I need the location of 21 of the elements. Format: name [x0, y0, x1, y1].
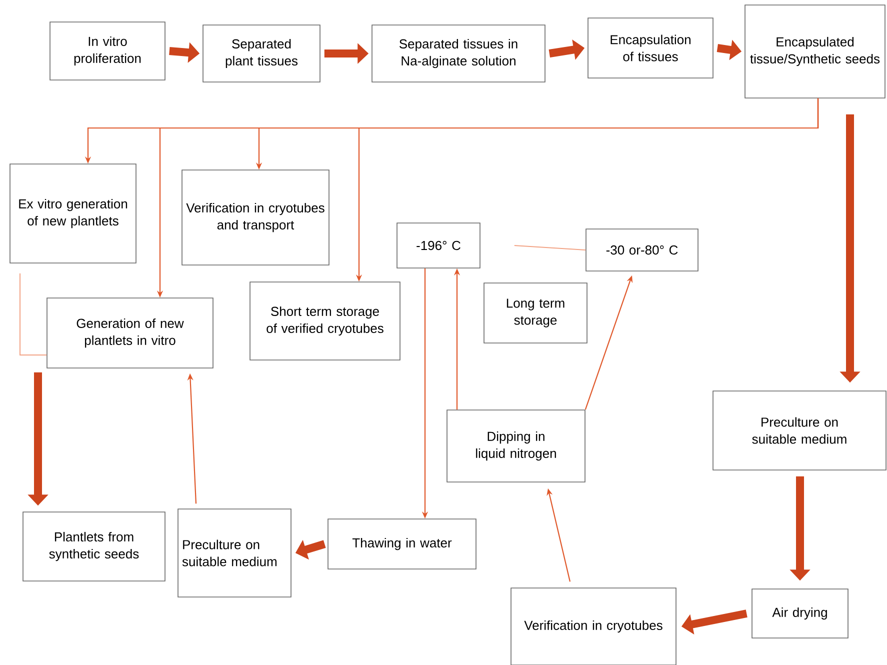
process-box: -30 or-80° C: [586, 228, 698, 272]
process-box: Verification in cryotubes: [510, 588, 676, 665]
process-box: Encapsulated tissue/Synthetic seeds: [744, 4, 886, 98]
process-box: Verification in cryotubes and transport: [182, 170, 330, 266]
process-box: Generation of new plantlets in vitro: [46, 298, 214, 368]
process-box: Long term storage: [484, 282, 588, 344]
process-box: Dipping in liquid nitrogen: [446, 410, 586, 482]
process-box: Encapsulation of tissues: [588, 18, 714, 78]
process-box: In vitro proliferation: [50, 22, 166, 80]
process-box: Preculture on suitable medium: [178, 508, 292, 598]
process-box: Separated plant tissues: [202, 24, 320, 82]
connector-line: [20, 272, 48, 356]
process-box: Preculture on suitable medium: [712, 390, 886, 470]
process-box: -196° C: [396, 222, 480, 268]
process-box: Short term storage of verified cryotubes: [250, 282, 400, 360]
connector-line: [514, 245, 586, 250]
process-box: Plantlets from synthetic seeds: [22, 512, 166, 582]
process-box: Thawing in water: [328, 518, 476, 570]
process-box: Ex vitro generation of new plantlets: [10, 164, 136, 264]
process-box: Air drying: [752, 588, 848, 638]
process-box: Separated tissues in Na-alginate solution: [372, 24, 546, 82]
